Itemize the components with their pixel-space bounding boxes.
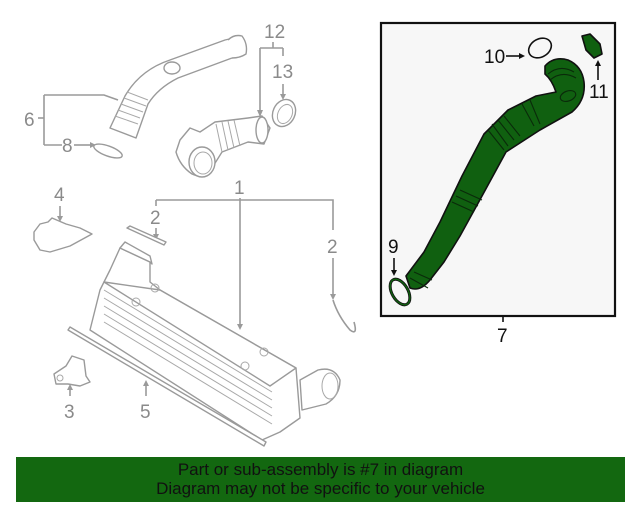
callout-11[interactable]: 11 xyxy=(589,82,609,103)
part-12-intake-pipe[interactable] xyxy=(175,115,271,178)
callout-10[interactable]: 10 xyxy=(484,47,505,68)
callout-1[interactable]: 1 xyxy=(234,178,245,199)
part-6-charge-pipe[interactable] xyxy=(109,34,248,139)
callout-8[interactable]: 8 xyxy=(62,136,73,157)
part-3-bracket[interactable] xyxy=(53,355,91,387)
part-11-clamp[interactable] xyxy=(581,33,603,59)
part-2-clip[interactable] xyxy=(332,299,357,333)
callout-9[interactable]: 9 xyxy=(388,237,399,258)
callout-2a[interactable]: 2 xyxy=(150,208,161,229)
part-8-o-ring[interactable] xyxy=(92,141,124,161)
part-7-charge-hose[interactable] xyxy=(405,58,586,290)
callout-2b[interactable]: 2 xyxy=(327,237,338,258)
part-13-ring[interactable] xyxy=(268,96,300,131)
banner-line-2: Diagram may not be specific to your vehi… xyxy=(156,479,485,498)
callout-12[interactable]: 12 xyxy=(264,22,285,43)
part-2-bolt[interactable] xyxy=(126,225,167,246)
callout-3[interactable]: 3 xyxy=(64,402,75,423)
callout-5[interactable]: 5 xyxy=(140,402,151,423)
callout-6[interactable]: 6 xyxy=(24,110,35,131)
disclaimer-banner: Part or sub-assembly is #7 in diagram Di… xyxy=(16,457,625,502)
callout-4[interactable]: 4 xyxy=(54,185,65,206)
callout-7[interactable]: 7 xyxy=(497,326,508,347)
banner-line-1: Part or sub-assembly is #7 in diagram xyxy=(177,460,464,479)
callout-13[interactable]: 13 xyxy=(272,62,293,83)
part-4-deflector[interactable] xyxy=(33,217,93,253)
part-10-o-ring[interactable] xyxy=(525,34,555,62)
part-1-intercooler[interactable] xyxy=(89,241,341,441)
part-5-seal-strip[interactable] xyxy=(67,326,267,447)
